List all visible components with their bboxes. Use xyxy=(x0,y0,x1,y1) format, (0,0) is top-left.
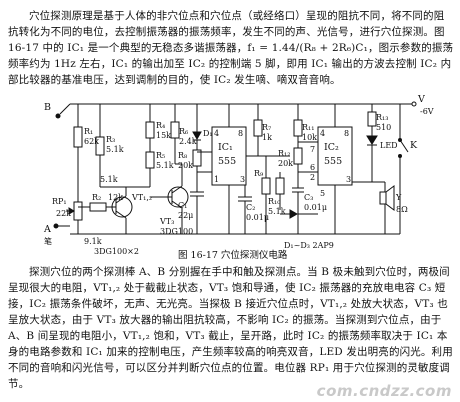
r3-label: R₃ xyxy=(106,135,115,144)
r5-label: R₅ xyxy=(156,151,165,160)
vt3-model: 3DG100 xyxy=(160,227,193,236)
speaker-label: Y xyxy=(395,193,402,202)
vt12-label: VT₁,₂ xyxy=(131,193,152,202)
probe-b-label: B xyxy=(44,102,51,113)
r8-value: 20k xyxy=(178,161,193,170)
r13-label: R₁₃ xyxy=(376,113,388,122)
res-9-1k-label: 9.1k xyxy=(84,237,102,246)
vt12-model: 3DG100×2 xyxy=(94,247,139,256)
r1-label: R₁ xyxy=(84,127,93,136)
r4-label: R₄ xyxy=(156,121,165,130)
ic2-pin5: 5 xyxy=(320,189,325,198)
ic1-pin4: 4 xyxy=(214,129,219,138)
acupoint-detector-circuit: B A 笔 R₁ 62k RP₁ 22k R₂ 12k R₃ 5.1k VT₁,… xyxy=(43,94,434,261)
r7-label: R₇ xyxy=(262,123,271,132)
r2-label: R₂ xyxy=(92,193,101,202)
r4-value: 15k xyxy=(156,131,171,140)
r12-value: 20k xyxy=(278,159,293,168)
r7-value: 1k xyxy=(262,133,272,142)
r5-value: 5.1k xyxy=(156,161,174,170)
r10-value: 5.1k xyxy=(268,207,286,216)
rp1-value: 22k xyxy=(56,209,71,218)
ic1-pin1: 1 xyxy=(214,175,219,184)
r11-value: 10k xyxy=(302,133,317,142)
probe-a-note: 笔 xyxy=(44,236,52,246)
diode-range-label: D₁~D₃ 2AP9 xyxy=(284,241,334,250)
ic2-label: IC₂ xyxy=(324,142,339,153)
ic2-pin8: 8 xyxy=(344,129,349,138)
figure-caption: 图 16-17 穴位探测仪电路 xyxy=(178,249,288,261)
c3-value: 0.01μ xyxy=(304,203,327,212)
r10-label: R₁₀ xyxy=(268,197,280,206)
ic1-label: IC₁ xyxy=(218,142,233,153)
c1-value: 22μ xyxy=(178,211,193,220)
r6-value: 2.4k xyxy=(179,137,197,146)
c3-label: C₃ xyxy=(304,193,313,202)
res-5-1k-label: 5.1k xyxy=(100,175,118,184)
ic1-number: 555 xyxy=(218,156,236,167)
r2-value: 12k xyxy=(108,193,123,202)
d1-label: D₁ xyxy=(203,129,213,138)
ic2-pin4: 4 xyxy=(320,129,325,138)
r11-label: R₁₁ xyxy=(302,123,314,132)
intro-paragraph: 穴位探测原理是基于人体的非穴位点和穴位点（或经络口）呈现的阻抗不同，将不同的阻抗… xyxy=(8,10,454,86)
ic2-pin7: 7 xyxy=(310,145,315,154)
ic2-pin2: 2 xyxy=(310,173,315,182)
r13-value: 510 xyxy=(376,123,391,132)
speaker-impedance: 8Ω xyxy=(396,205,408,214)
r1-value: 62k xyxy=(84,137,99,146)
ic2-number: 555 xyxy=(324,156,342,167)
supply-value: -6V xyxy=(420,107,434,116)
probe-a-label: A xyxy=(43,224,51,235)
c2-value: 0.01μ xyxy=(246,213,269,222)
r12-label: R₁₂ xyxy=(278,149,290,158)
vt3-label: VT₃ xyxy=(159,217,174,226)
led-label: LED xyxy=(380,141,398,150)
r9-label: R₉ xyxy=(254,169,264,178)
rp1-label: RP₁ xyxy=(52,197,67,206)
r6-label: R₆ xyxy=(179,127,188,136)
ic2-pin3: 3 xyxy=(346,175,351,184)
ic2-pin6: 6 xyxy=(310,163,315,172)
ic1-pin3: 3 xyxy=(240,175,245,184)
r8-label: R₈ xyxy=(178,151,187,160)
switch-label: K xyxy=(410,140,418,151)
description-paragraph: 探测穴位的两个探测棒 A、B 分别握在手中和触及探测点。当 B 极未触到穴位时，… xyxy=(8,266,453,390)
c1-label: C₁ xyxy=(178,201,187,210)
watermark: com.cndzz.com xyxy=(316,382,452,400)
ic1-pin8: 8 xyxy=(238,129,243,138)
c2-label: C₂ xyxy=(246,203,255,212)
r3-value: 5.1k xyxy=(106,145,124,154)
supply-label: V xyxy=(417,94,425,105)
